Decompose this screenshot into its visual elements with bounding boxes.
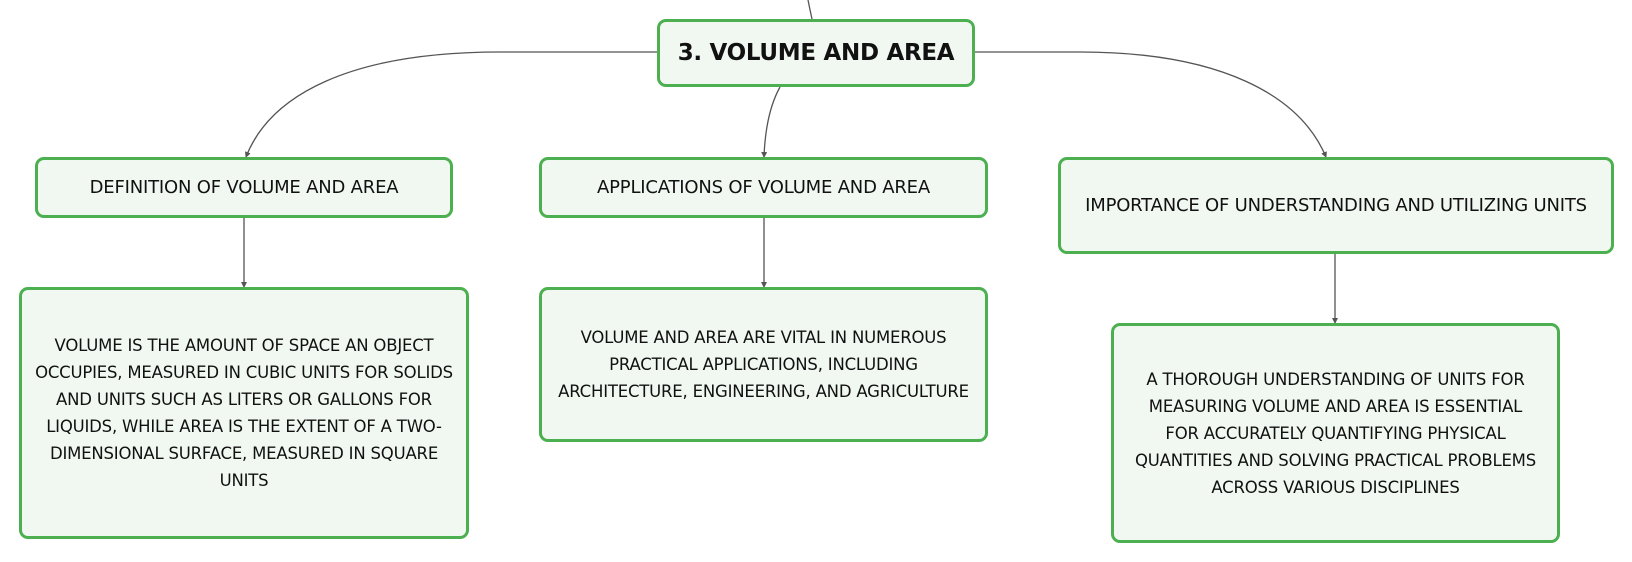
root-node-label: 3. VOLUME AND AREA (677, 40, 955, 66)
branch-node-label: DEFINITION OF VOLUME AND AREA (89, 177, 399, 198)
branch-node-definition[interactable]: DEFINITION OF VOLUME AND AREA (35, 157, 453, 218)
detail-node-applications[interactable]: VOLUME AND AREA ARE VITAL IN NUMEROUS PR… (539, 287, 988, 442)
branch-node-label: IMPORTANCE OF UNDERSTANDING AND UTILIZIN… (1085, 195, 1587, 216)
root-node[interactable]: 3. VOLUME AND AREA (657, 19, 975, 87)
detail-node-text: VOLUME AND AREA ARE VITAL IN NUMEROUS PR… (558, 328, 969, 401)
connector-root-to-applications (761, 86, 781, 158)
detail-node-text: VOLUME IS THE AMOUNT OF SPACE AN OBJECT … (35, 336, 453, 490)
detail-node-definition[interactable]: VOLUME IS THE AMOUNT OF SPACE AN OBJECT … (19, 287, 469, 539)
branch-node-label: APPLICATIONS OF VOLUME AND AREA (597, 177, 930, 198)
incoming-connector (807, 0, 813, 20)
connector-root-to-importance (975, 51, 1327, 158)
connector-root-to-definition (245, 51, 657, 158)
branch-node-importance[interactable]: IMPORTANCE OF UNDERSTANDING AND UTILIZIN… (1058, 157, 1614, 254)
detail-node-text: A THOROUGH UNDERSTANDING OF UNITS FOR ME… (1135, 369, 1536, 497)
detail-node-importance[interactable]: A THOROUGH UNDERSTANDING OF UNITS FOR ME… (1111, 323, 1560, 543)
branch-node-applications[interactable]: APPLICATIONS OF VOLUME AND AREA (539, 157, 988, 218)
